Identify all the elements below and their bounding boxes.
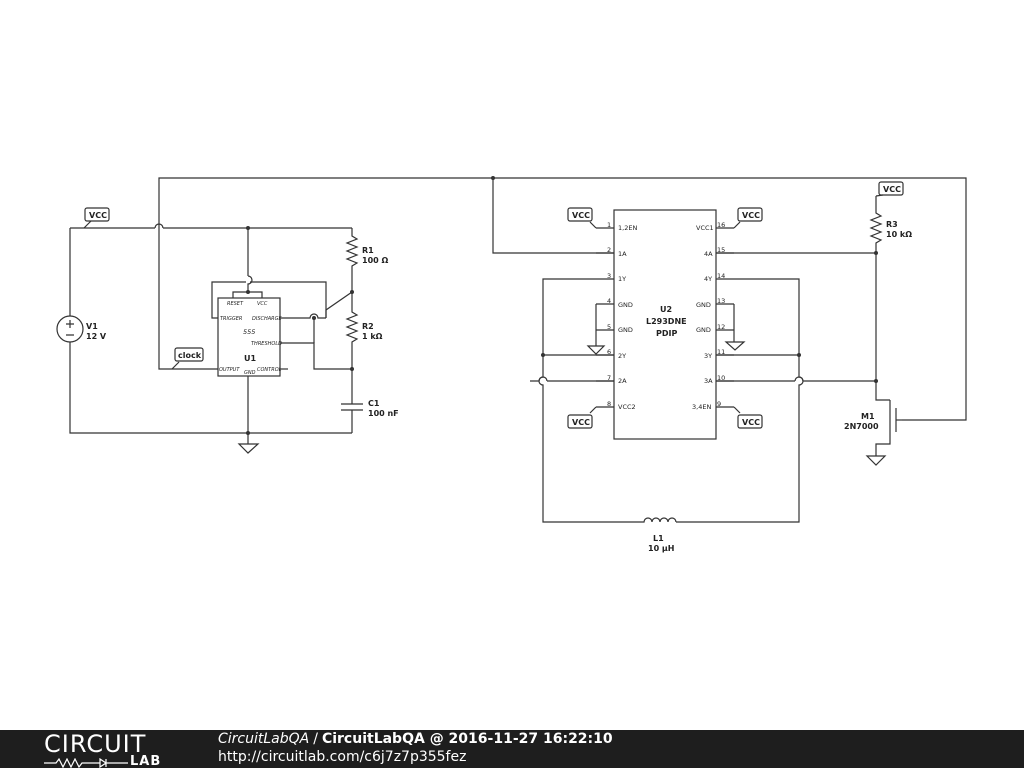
vcc-tag-r3: [878, 181, 904, 196]
vcc-tag-label: VCC: [742, 211, 760, 220]
u2-pin-name: 1,2EN: [618, 224, 637, 232]
r1-value: 100 Ω: [362, 256, 388, 265]
r2-value: 1 kΩ: [362, 332, 383, 341]
vcc-tag-label: VCC: [883, 185, 901, 194]
u2-pin-num: 16: [717, 221, 725, 229]
u2-pin-name: 4Y: [704, 275, 712, 283]
c1-value: 100 nF: [368, 409, 399, 418]
driver-circuit: 1 1,2EN 2 1A 3 1Y 4 GND 5 GND 6 2Y 7 2A …: [491, 176, 967, 553]
u2-pin-name: GND: [696, 301, 711, 309]
circuitlab-logo[interactable]: CIRCUIT LAB: [44, 730, 160, 769]
r3-value: 10 kΩ: [886, 230, 912, 239]
u1-body: [217, 297, 281, 377]
vcc-tag-label: VCC: [572, 211, 590, 220]
vcc-tag-u2-pin9: [737, 414, 763, 429]
u1-pin-output: OUTPUT: [219, 367, 240, 373]
u2-pin-name: GND: [618, 326, 633, 334]
r3-name: R3: [886, 220, 898, 229]
u1-pin-vcc: VCC: [257, 301, 268, 307]
u2-pin-num: 8: [607, 400, 611, 408]
vcc-tag-label: VCC: [742, 418, 760, 427]
footer-title[interactable]: CircuitLabQA @ 2016-11-27 16:22:10: [321, 731, 613, 747]
u2-pin-num: 12: [717, 323, 725, 331]
u2-pin-num: 10: [717, 374, 725, 382]
u2-pin-num: 3: [607, 272, 611, 280]
footer-user-link[interactable]: CircuitLabQA: [218, 731, 310, 747]
u1-part: 555: [243, 328, 255, 336]
u2-pin-num: 2: [607, 246, 611, 254]
logo-text-bottom: LAB: [130, 754, 162, 769]
u1-pin-reset: RESET: [227, 301, 244, 307]
u2-body: [613, 209, 717, 440]
footer-url[interactable]: http://circuitlab.com/c6j7z7p355fez: [218, 749, 467, 765]
u2-pin-name: GND: [696, 326, 711, 334]
u2-pin-name: 2Y: [618, 352, 626, 360]
u2-pin-num: 9: [717, 400, 721, 408]
r1-name: R1: [362, 246, 374, 255]
u1-name: U1: [244, 354, 256, 363]
v1-value: 12 V: [86, 332, 107, 341]
vcc-tag-u2-pin8: [567, 414, 593, 429]
u2-pin-name: 3Y: [704, 352, 712, 360]
u2-pin-num: 14: [717, 272, 725, 280]
vcc-tag-v1-label: VCC: [89, 211, 107, 220]
u2-pin-name: 4A: [704, 250, 713, 258]
vcc-tag-v1: [84, 207, 110, 222]
timer-circuit: RESET VCC TRIGGER DISCHARGE THRESHOLD OU…: [56, 177, 493, 454]
logo-resistor-icon: [44, 758, 128, 768]
u2-pin-num: 7: [607, 374, 611, 382]
vcc-tag-u2-pin1: [567, 207, 593, 222]
u2-pin-name: 3A: [704, 377, 713, 385]
u2-left-pins: 1 1,2EN 2 1A 3 1Y 4 GND 5 GND 6 2Y 7 2A …: [607, 221, 637, 411]
u2-pin-name: VCC1: [696, 224, 714, 232]
u2-pin-name: 1Y: [618, 275, 626, 283]
l1-value: 10 µH: [648, 544, 675, 553]
u1-pin-threshold: THRESHOLD: [251, 341, 282, 347]
footer-separator: /: [313, 731, 318, 747]
schematic-canvas: RESET VCC TRIGGER DISCHARGE THRESHOLD OU…: [56, 176, 967, 553]
u2-pin-num: 5: [607, 323, 611, 331]
u2-pin-name: 3,4EN: [692, 403, 711, 411]
c1-name: C1: [368, 399, 380, 408]
u2-pin-num: 11: [717, 348, 725, 356]
u1-pin-discharge: DISCHARGE: [252, 316, 283, 322]
u2-pin-num: 15: [717, 246, 725, 254]
u1-pin-gnd: GND: [244, 370, 256, 376]
m1-value: 2N7000: [844, 422, 879, 431]
clock-tag: [174, 347, 204, 362]
clock-tag-label: clock: [178, 351, 202, 360]
u2-package: PDIP: [656, 329, 677, 338]
u2-pin-num: 13: [717, 297, 725, 305]
u2-part: L293DNE: [646, 317, 687, 326]
u2-name: U2: [660, 305, 672, 314]
l1-name: L1: [653, 534, 664, 543]
u2-pin-name: GND: [618, 301, 633, 309]
u2-pin-name: 1A: [618, 250, 627, 258]
u2-pin-num: 4: [607, 297, 611, 305]
vcc-tag-label: VCC: [572, 418, 590, 427]
u2-pin-name: 2A: [618, 377, 627, 385]
footer-title-line: CircuitLabQA/CircuitLabQA @ 2016-11-27 1…: [218, 731, 613, 748]
v1-name: V1: [86, 322, 98, 331]
v1-symbol: [56, 315, 84, 343]
u2-pin-num: 6: [607, 348, 611, 356]
m1-name: M1: [861, 412, 875, 421]
u2-pin-num: 1: [607, 221, 611, 229]
u2-right-pins: 16 VCC1 15 4A 14 4Y 13 GND 12 GND 11 3Y …: [692, 221, 725, 411]
logo-text-top: CIRCUIT: [44, 730, 147, 758]
r2-name: R2: [362, 322, 374, 331]
vcc-tag-u2-pin16: [737, 207, 763, 222]
footer-bar: [0, 730, 1024, 768]
u2-pin-name: VCC2: [618, 403, 636, 411]
u1-pin-trigger: TRIGGER: [220, 316, 242, 322]
u1-pin-control: CONTROL: [257, 367, 282, 373]
